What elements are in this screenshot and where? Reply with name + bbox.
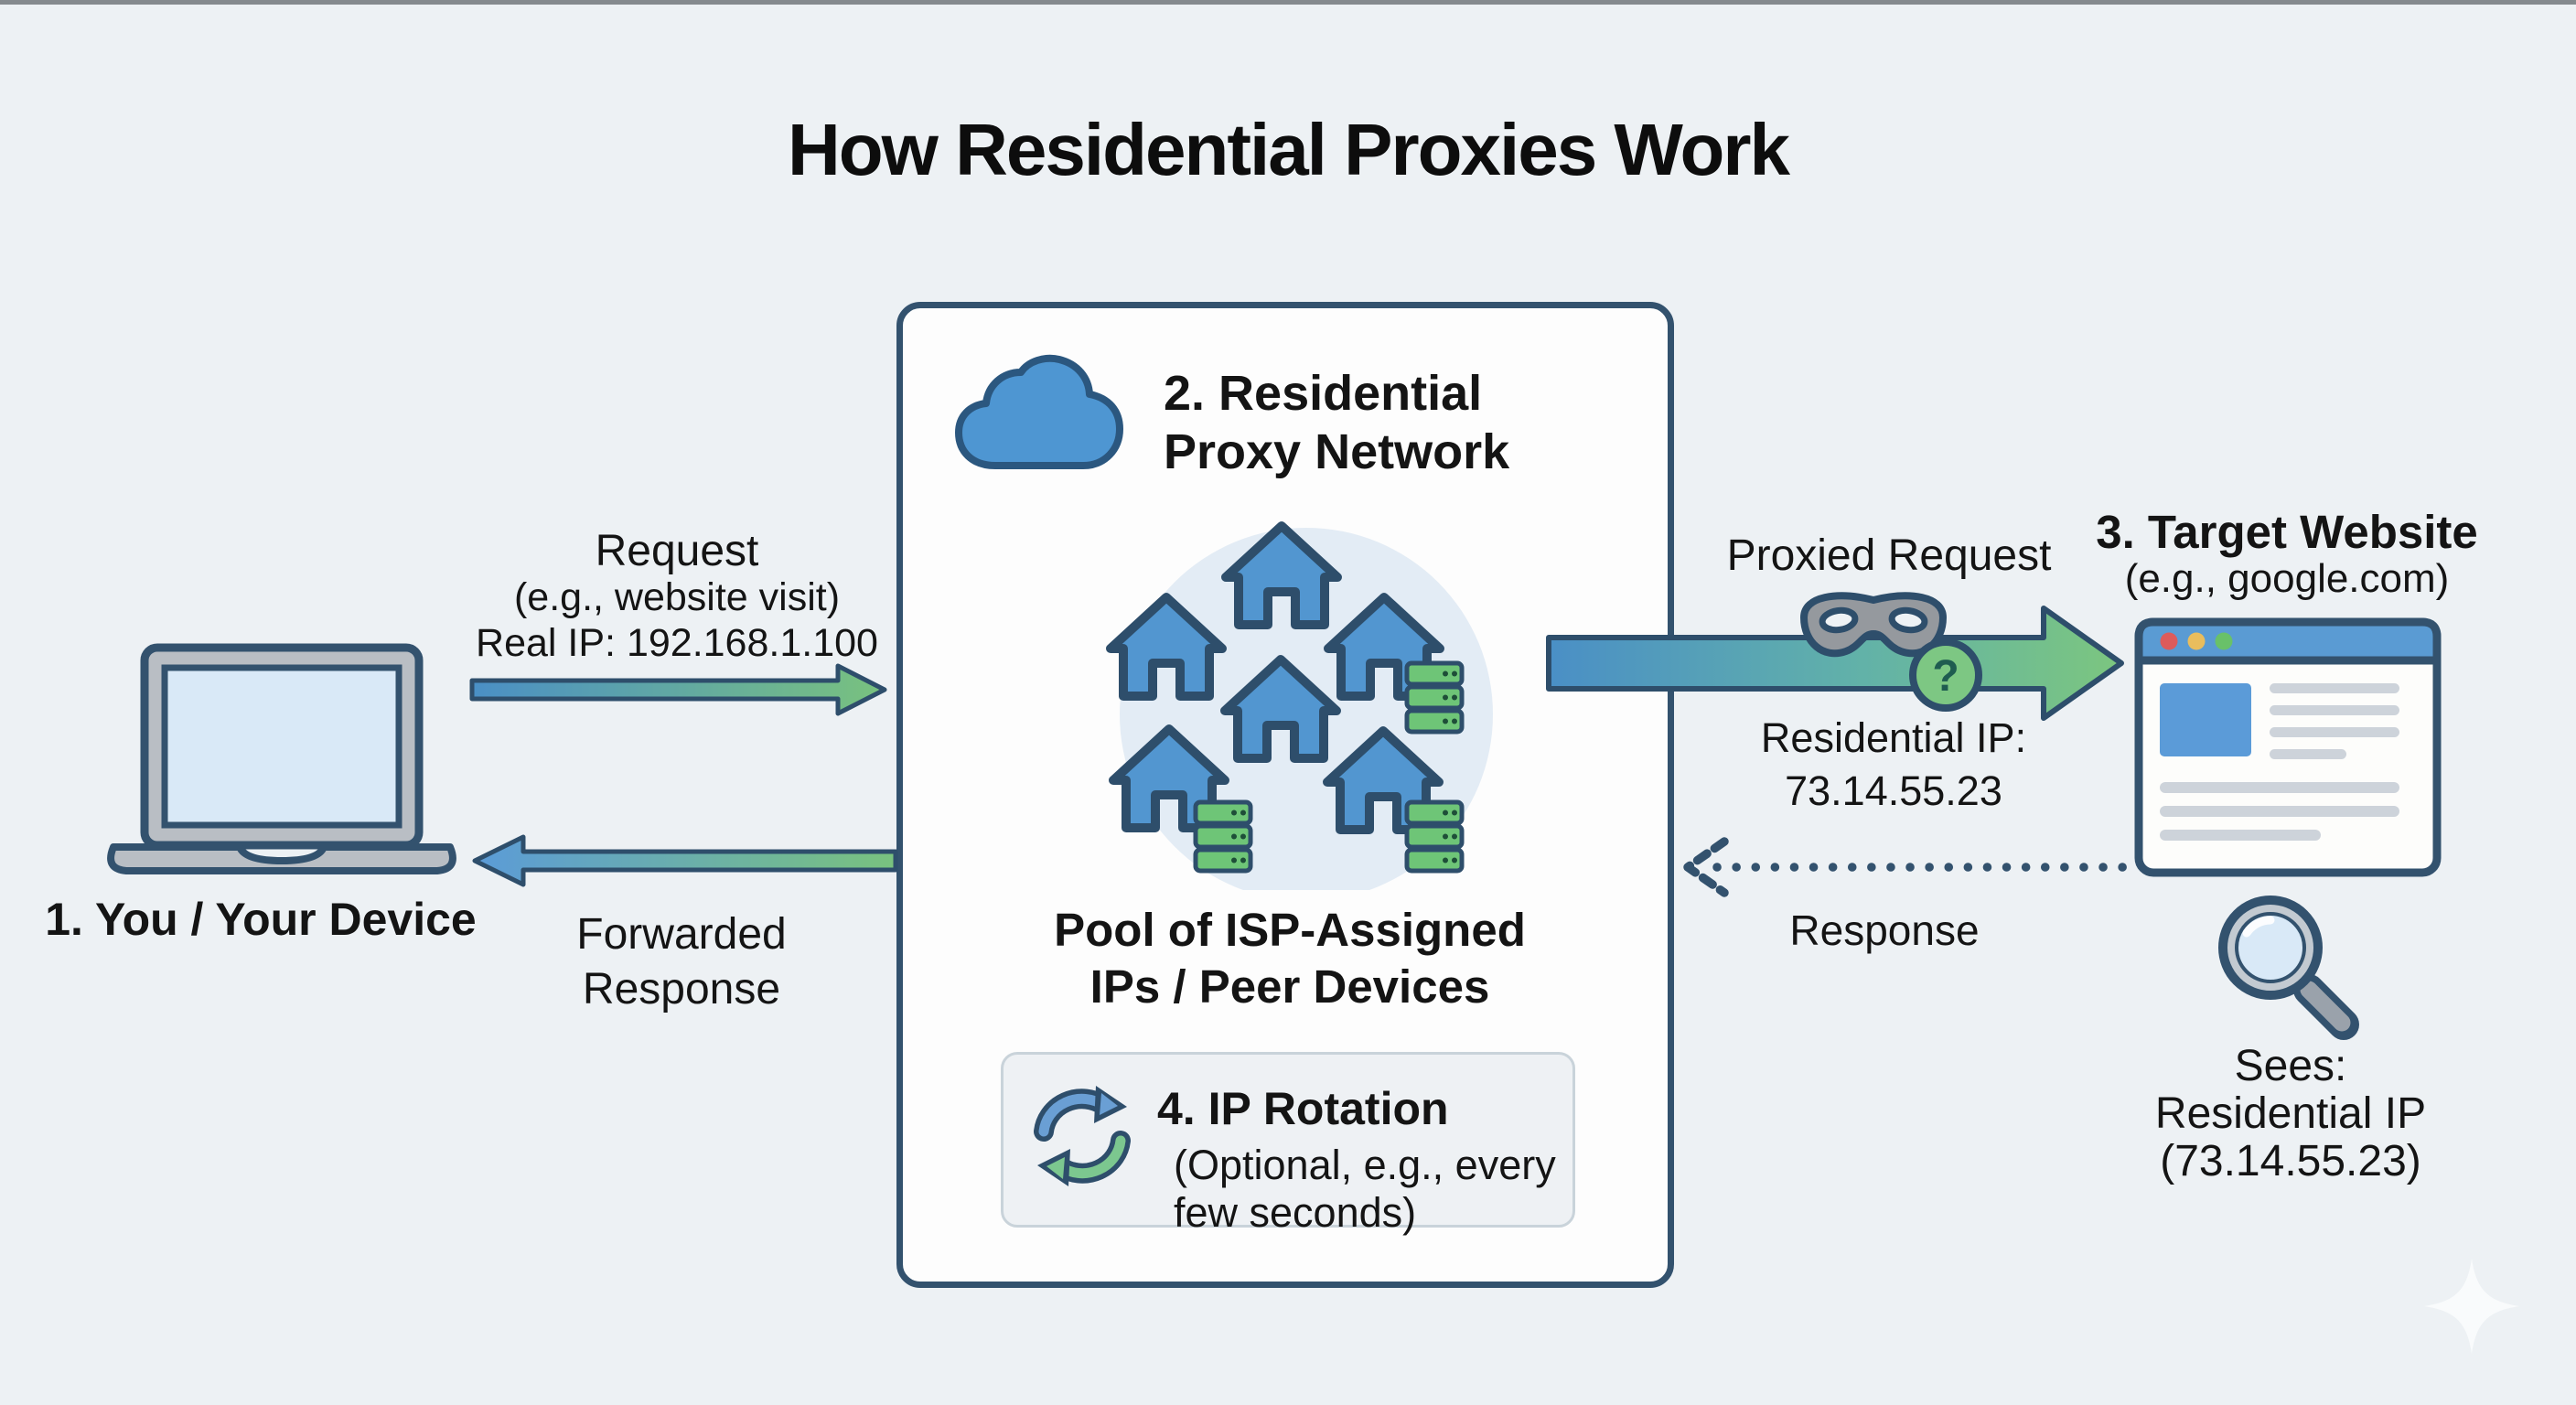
browser-image-placeholder	[2160, 683, 2251, 756]
mask-icon	[1800, 592, 1947, 658]
pool-label-line2: IPs / Peer Devices	[1089, 960, 1490, 1013]
device-label: 1. You / Your Device	[45, 894, 477, 945]
ip-rotation-note-line2: few seconds)	[1174, 1189, 1417, 1236]
proxied-request-label: Proxied Request	[1726, 531, 2052, 580]
residential-ip-label: Residential IP: 73.14.55.23	[1637, 712, 2150, 818]
target-website-title: 3. Target Website	[2096, 506, 2478, 558]
request-text-block: Request (e.g., website visit) Real IP: 1…	[421, 527, 933, 665]
request-arrow-icon	[469, 663, 887, 716]
sees-line2: Residential IP	[2154, 1089, 2427, 1138]
request-subtitle: (e.g., website visit)	[513, 575, 841, 619]
pool-label-line1: Pool of ISP-Assigned	[1054, 904, 1526, 956]
forwarded-response-line1: Forwarded	[576, 910, 787, 959]
server-stack-icon	[1196, 802, 1250, 871]
sees-line3: (73.14.55.23)	[2160, 1137, 2421, 1185]
question-mark: ?	[1932, 652, 1959, 701]
ip-rotation-title: 4. IP Rotation	[1157, 1083, 1449, 1134]
response-label: Response	[1789, 906, 1980, 954]
proxied-request-arrow-icon	[1546, 606, 2124, 721]
residential-pool-illustration	[1061, 506, 1493, 890]
browser-dot-red	[2160, 632, 2178, 650]
request-label: Request	[595, 527, 759, 575]
proxy-heading-line2: Proxy Network	[1164, 424, 1510, 479]
top-edge-line	[0, 0, 2576, 5]
request-real-ip: Real IP: 192.168.1.100	[476, 621, 878, 665]
browser-window-icon	[2134, 617, 2442, 877]
response-arrow-icon	[1683, 837, 2133, 897]
magnifier-icon	[2218, 896, 2359, 1040]
ip-rotation-icon	[1034, 1086, 1131, 1186]
server-stack-icon	[1407, 663, 1462, 732]
residential-ip-line2: 73.14.55.23	[1785, 767, 2002, 814]
browser-dot-yellow	[2187, 632, 2206, 650]
ip-rotation-note-line1: (Optional, e.g., every	[1174, 1142, 1556, 1188]
proxy-heading-line1: 2. Residential	[1164, 366, 1483, 421]
forwarded-response-arrow-icon	[472, 834, 898, 887]
cloud-icon	[955, 354, 1123, 469]
sees-line1: Sees:	[2234, 1042, 2347, 1090]
page-title: How Residential Proxies Work	[788, 109, 1790, 190]
ip-rotation-box	[1001, 1052, 1575, 1228]
sees-label: Sees: Residential IP (73.14.55.23)	[2108, 1043, 2474, 1185]
question-badge-icon: ?	[1909, 638, 1982, 712]
pool-label: Pool of ISP-Assigned IPs / Peer Devices	[988, 902, 1592, 1015]
browser-text-lines	[2160, 683, 2399, 841]
residential-ip-line1: Residential IP:	[1760, 714, 2027, 761]
target-website-subtitle: (e.g., google.com)	[2124, 556, 2450, 601]
forwarded-response-label: Forwarded Response	[494, 907, 869, 1017]
server-stack-icon	[1407, 802, 1462, 871]
sparkle-icon	[2424, 1259, 2519, 1354]
proxy-network-heading: 2. Residential Proxy Network	[1164, 364, 1509, 481]
browser-dot-green	[2215, 632, 2233, 650]
forwarded-response-line2: Response	[582, 965, 781, 1014]
laptop-icon	[107, 643, 456, 874]
